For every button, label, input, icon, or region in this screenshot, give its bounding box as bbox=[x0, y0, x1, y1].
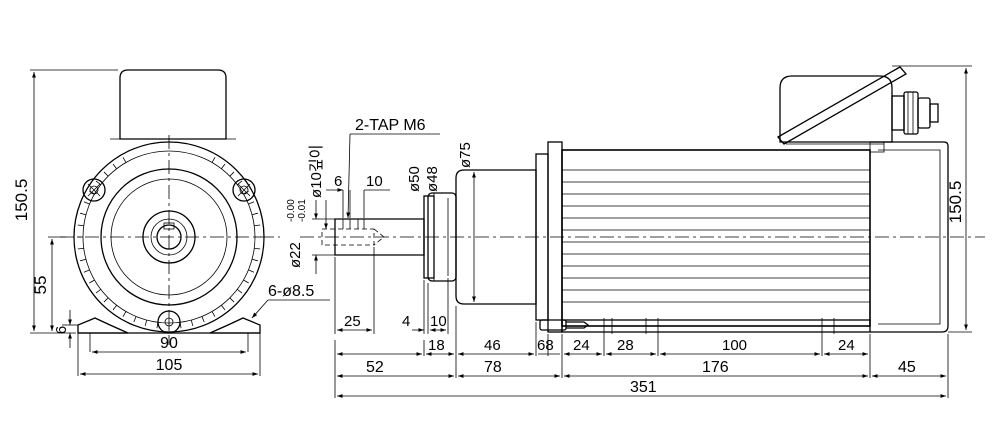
dim-78: 78 bbox=[484, 359, 502, 376]
fin-tick bbox=[251, 258, 258, 262]
dim-25: 25 bbox=[344, 313, 361, 330]
dim-46: 46 bbox=[484, 337, 501, 354]
fin-tick bbox=[80, 212, 87, 216]
fin-tick bbox=[95, 289, 102, 294]
fin-tick bbox=[211, 157, 216, 163]
fin-tick bbox=[122, 311, 127, 317]
fin-tick bbox=[80, 258, 87, 262]
dim-176: 176 bbox=[702, 359, 729, 376]
dim-150-5-right: 150.5 bbox=[946, 181, 965, 224]
motor-body bbox=[561, 149, 871, 327]
dim-68: 68 bbox=[537, 337, 554, 354]
cooling-fins bbox=[562, 169, 870, 303]
fin-tick bbox=[248, 269, 255, 273]
fin-tick bbox=[221, 304, 226, 311]
fin-tick bbox=[251, 212, 258, 216]
fin-tick bbox=[77, 247, 84, 250]
dim-4: 4 bbox=[402, 313, 410, 330]
front-view: 150.5 55 6 90 105 6-ø8.5 bbox=[12, 69, 330, 376]
label-d48: ø48 bbox=[424, 166, 441, 192]
foot-rail bbox=[561, 319, 871, 333]
fin-tick bbox=[77, 224, 84, 227]
dim-55: 55 bbox=[31, 276, 50, 295]
label-mount-holes: 6-ø8.5 bbox=[268, 283, 314, 300]
side-terminal-box bbox=[779, 75, 893, 143]
label-tap: 2-TAP M6 bbox=[355, 117, 426, 134]
fin-tick bbox=[211, 311, 216, 317]
dim-105: 105 bbox=[156, 357, 183, 374]
fin-tick bbox=[112, 304, 117, 311]
dim-6-left: 6 bbox=[53, 326, 70, 334]
dim-100: 100 bbox=[722, 337, 747, 354]
dim-24a: 24 bbox=[573, 337, 590, 354]
fin-tick bbox=[144, 319, 148, 326]
dim-45: 45 bbox=[898, 359, 916, 376]
fin-tick bbox=[254, 224, 261, 227]
dim-6-top: 6 bbox=[334, 173, 342, 190]
fin-tick bbox=[236, 289, 243, 294]
fin-tick bbox=[221, 163, 226, 170]
fin-tick bbox=[248, 201, 255, 205]
fin-tick bbox=[89, 279, 95, 284]
fin-tick bbox=[254, 247, 261, 250]
dim-90: 90 bbox=[160, 335, 178, 352]
label-shaft-dia: ø22 bbox=[287, 242, 304, 268]
dim-150-5-left: 150.5 bbox=[12, 179, 31, 222]
label-bore-depth: ø10깊이 bbox=[308, 145, 325, 198]
cable-gland bbox=[891, 91, 939, 135]
fin-tick bbox=[103, 171, 109, 177]
dim-52: 52 bbox=[366, 359, 384, 376]
fin-tick bbox=[229, 171, 235, 177]
fin-tick bbox=[83, 201, 90, 205]
label-d50: ø50 bbox=[406, 166, 423, 192]
side-view: 150.5 ø22 -0.00 -0.01 ø10깊이 ø50 ø48 ø75 … bbox=[286, 65, 985, 398]
dim-18: 18 bbox=[428, 337, 445, 354]
dim-10-low: 10 bbox=[430, 313, 447, 330]
fin-tick bbox=[201, 316, 205, 323]
label-d75: ø75 bbox=[457, 142, 474, 168]
dim-10-top: 10 bbox=[366, 173, 383, 190]
dim-351: 351 bbox=[630, 379, 657, 396]
rear-fan-cover bbox=[870, 141, 949, 333]
label-shaft-tol-upper: -0.00 bbox=[286, 199, 297, 222]
fin-tick bbox=[122, 157, 127, 163]
label-shaft-tol-lower: -0.01 bbox=[297, 199, 308, 222]
dim-28: 28 bbox=[617, 337, 634, 354]
fin-tick bbox=[83, 269, 90, 273]
fin-tick bbox=[112, 163, 117, 170]
fin-tick bbox=[243, 279, 249, 284]
dim-24b: 24 bbox=[838, 337, 855, 354]
front-terminal-box bbox=[119, 69, 227, 140]
fin-tick bbox=[190, 319, 194, 326]
fin-tick bbox=[133, 316, 137, 323]
fin-tick bbox=[103, 297, 109, 303]
fin-tick bbox=[229, 297, 235, 303]
